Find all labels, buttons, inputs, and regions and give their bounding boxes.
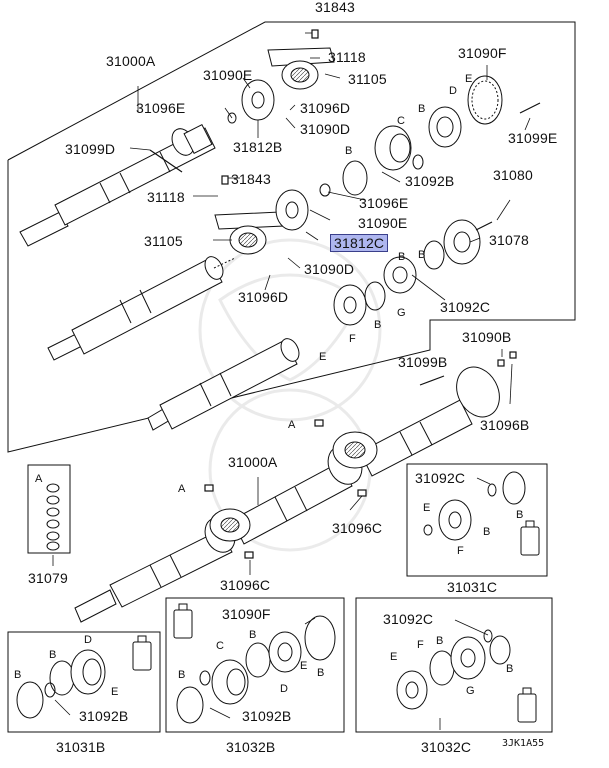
letter-g: G bbox=[397, 307, 406, 319]
center-bearing-bottom bbox=[209, 431, 378, 542]
part-31092c-top[interactable]: 31092C bbox=[440, 299, 491, 315]
part-31092b-top[interactable]: 31092B bbox=[405, 173, 455, 189]
part-31032c[interactable]: 31032C bbox=[421, 739, 472, 755]
letter-d: D bbox=[449, 85, 457, 97]
part-31000a-mid[interactable]: 31000A bbox=[228, 454, 278, 470]
assembly-outline bbox=[7, 21, 576, 453]
part-31812b[interactable]: 31812B bbox=[233, 139, 283, 155]
letter-c: C bbox=[397, 115, 405, 127]
part-31090b[interactable]: 31090B bbox=[462, 329, 512, 345]
shaft-middle bbox=[47, 256, 236, 361]
center-bearing-lower bbox=[214, 211, 285, 255]
box-31032c bbox=[355, 597, 553, 733]
letter-b: B bbox=[249, 629, 257, 641]
letter-b: B bbox=[436, 635, 444, 647]
part-31843-top[interactable]: 31843 bbox=[315, 0, 355, 15]
part-31843-mid[interactable]: 31843 bbox=[231, 171, 271, 187]
letter-a: A bbox=[178, 483, 186, 495]
letter-b: B bbox=[398, 251, 406, 263]
letter-b: B bbox=[516, 509, 524, 521]
part-31080[interactable]: 31080 bbox=[493, 167, 533, 183]
letter-b: B bbox=[14, 669, 22, 681]
part-31099b[interactable]: 31099B bbox=[398, 354, 448, 370]
letter-b: B bbox=[418, 249, 426, 261]
letter-b: B bbox=[49, 649, 57, 661]
part-31105-top[interactable]: 31105 bbox=[348, 71, 387, 87]
part-31090d-top[interactable]: 31090D bbox=[300, 121, 351, 137]
letter-e: E bbox=[465, 73, 473, 85]
letter-b: B bbox=[418, 103, 426, 115]
part-31031c[interactable]: 31031C bbox=[447, 579, 498, 595]
diagram-code: 3JK1A55 bbox=[502, 738, 545, 749]
letter-a: A bbox=[288, 419, 296, 431]
letter-f: F bbox=[417, 639, 424, 651]
part-31090f-top[interactable]: 31090F bbox=[458, 45, 507, 61]
part-31092b-box2[interactable]: 31092B bbox=[242, 708, 292, 724]
box-31031c bbox=[406, 463, 548, 577]
part-31092c-box3[interactable]: 31092C bbox=[383, 611, 434, 627]
letter-f: F bbox=[349, 333, 356, 345]
box-hubs bbox=[70, 499, 486, 710]
letter-f: F bbox=[457, 545, 464, 557]
letter-b: B bbox=[178, 669, 186, 681]
part-31090e-top[interactable]: 31090E bbox=[203, 67, 253, 83]
letter-a: A bbox=[35, 473, 43, 485]
part-31096d-top[interactable]: 31096D bbox=[300, 100, 351, 116]
part-31118-mid[interactable]: 31118 bbox=[147, 189, 185, 205]
part-31000a-top[interactable]: 31000A bbox=[106, 53, 156, 69]
grease-tubes bbox=[132, 520, 540, 723]
part-31092b-box1[interactable]: 31092B bbox=[79, 708, 129, 724]
letter-b: B bbox=[317, 667, 325, 679]
bolts bbox=[149, 29, 541, 559]
letter-b: B bbox=[345, 145, 353, 157]
letter-e: E bbox=[319, 351, 327, 363]
part-31105-mid[interactable]: 31105 bbox=[144, 233, 183, 249]
part-31032b[interactable]: 31032B bbox=[226, 739, 276, 755]
box-31031b bbox=[7, 631, 161, 733]
letter-e: E bbox=[300, 660, 308, 672]
part-31096d-mid[interactable]: 31096D bbox=[238, 289, 289, 305]
leader-lines bbox=[52, 32, 531, 730]
letter-b: B bbox=[506, 663, 514, 675]
letter-b: B bbox=[483, 526, 491, 538]
flanges bbox=[241, 79, 367, 326]
shaft-front bbox=[19, 123, 216, 247]
part-31078[interactable]: 31078 bbox=[489, 232, 529, 248]
letter-d: D bbox=[84, 634, 92, 646]
part-31096e-left[interactable]: 31096E bbox=[136, 100, 186, 116]
part-31079[interactable]: 31079 bbox=[28, 570, 68, 586]
washer-stack bbox=[46, 483, 60, 551]
part-31118-top[interactable]: 31118 bbox=[328, 49, 366, 65]
part-31096e-mid[interactable]: 31096E bbox=[359, 195, 409, 211]
box-31032b bbox=[165, 597, 345, 733]
part-31099e[interactable]: 31099E bbox=[508, 130, 558, 146]
part-31090f-box[interactable]: 31090F bbox=[222, 606, 271, 622]
letter-b: B bbox=[374, 319, 382, 331]
part-31096c-right[interactable]: 31096C bbox=[332, 520, 383, 536]
letter-e: E bbox=[423, 502, 431, 514]
part-31090d-mid[interactable]: 31090D bbox=[304, 261, 355, 277]
center-bearing-upper bbox=[267, 47, 335, 90]
letter-g: G bbox=[466, 685, 475, 697]
part-31031b[interactable]: 31031B bbox=[56, 739, 106, 755]
letter-e: E bbox=[111, 686, 119, 698]
letter-d: D bbox=[280, 683, 288, 695]
shaft-bottom bbox=[74, 366, 500, 623]
shaft-rear bbox=[147, 338, 300, 431]
part-31090e-mid[interactable]: 31090E bbox=[358, 215, 408, 231]
part-31812c-highlighted[interactable]: 31812C bbox=[330, 234, 389, 252]
part-31099d[interactable]: 31099D bbox=[65, 141, 116, 157]
cv-joints bbox=[374, 106, 481, 294]
part-31092c-box[interactable]: 31092C bbox=[415, 470, 466, 486]
part-31096c-low[interactable]: 31096C bbox=[220, 577, 271, 593]
box-31079 bbox=[27, 464, 71, 554]
letter-e: E bbox=[390, 651, 398, 663]
letter-c: C bbox=[216, 640, 224, 652]
part-31096b[interactable]: 31096B bbox=[480, 417, 530, 433]
rings bbox=[16, 75, 526, 724]
